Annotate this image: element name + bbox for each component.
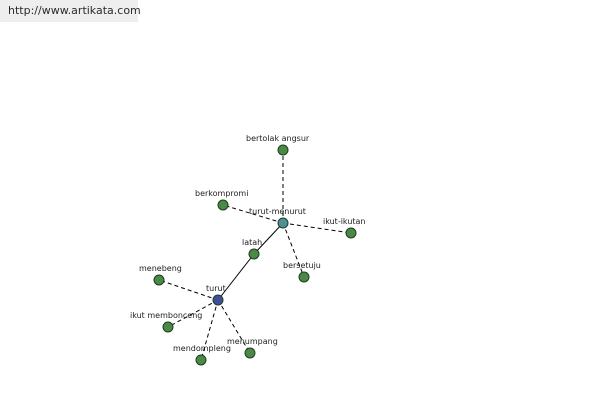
- node-dot-latah[interactable]: [248, 248, 260, 260]
- node-label-menumpang[interactable]: menumpang: [227, 337, 278, 346]
- node-dot-ikut-membonceng[interactable]: [162, 321, 174, 333]
- edge-latah-to-turut-menurut: [253, 222, 284, 255]
- node-dot-berkompromi[interactable]: [217, 199, 229, 211]
- node-dot-menumpang[interactable]: [244, 347, 256, 359]
- node-dot-turut-menurut[interactable]: [277, 217, 289, 229]
- edge-turut-to-ikut-membonceng: [167, 299, 219, 328]
- node-dot-turut[interactable]: [212, 294, 224, 306]
- graph-node-mendompleng[interactable]: mendompleng: [173, 344, 231, 366]
- node-dot-bersetuju[interactable]: [298, 271, 310, 283]
- graph-node-bersetuju[interactable]: bersetuju: [283, 261, 321, 283]
- graph-node-turut[interactable]: turut: [206, 284, 226, 306]
- node-label-bertolak-angsur[interactable]: bertolak angsur: [246, 134, 310, 143]
- edge-turut-menurut-to-ikut-ikutan: [282, 222, 352, 234]
- node-label-ikut-membonceng[interactable]: ikut membonceng: [130, 311, 202, 320]
- graph-edges: [158, 150, 352, 361]
- graph-node-latah[interactable]: latah: [242, 238, 262, 260]
- node-label-turut-menurut[interactable]: turut-menurut: [249, 207, 306, 216]
- graph-node-ikut-membonceng[interactable]: ikut membonceng: [130, 311, 202, 333]
- node-label-ikut-ikutan[interactable]: ikut-ikutan: [323, 217, 366, 226]
- edge-turut-menurut-to-berkompromi: [222, 204, 284, 224]
- edge-turut-to-menumpang: [217, 299, 251, 354]
- node-label-menebeng[interactable]: menebeng: [139, 264, 182, 273]
- graph-nodes: turut turut-menurut latah bertolak angsur be…: [130, 134, 366, 366]
- url-banner: http://www.artikata.com: [0, 0, 141, 22]
- edge-turut-to-menebeng: [158, 279, 219, 301]
- node-label-turut[interactable]: turut: [206, 284, 226, 293]
- edge-turut-to-mendompleng: [200, 299, 219, 361]
- node-dot-ikut-ikutan[interactable]: [345, 227, 357, 239]
- graph-node-turut-menurut[interactable]: turut-menurut: [249, 207, 306, 229]
- site-url-link[interactable]: http://www.artikata.com: [8, 4, 141, 17]
- node-dot-menebeng[interactable]: [153, 274, 165, 286]
- node-label-mendompleng[interactable]: mendompleng: [173, 344, 231, 353]
- node-label-latah[interactable]: latah: [242, 238, 262, 247]
- node-dot-mendompleng[interactable]: [195, 354, 207, 366]
- node-label-bersetuju[interactable]: bersetuju: [283, 261, 321, 270]
- graph-node-menumpang[interactable]: menumpang: [227, 337, 278, 359]
- graph-node-menebeng[interactable]: menebeng: [139, 264, 182, 286]
- graph-node-berkompromi[interactable]: berkompromi: [195, 189, 248, 211]
- node-dot-bertolak-angsur[interactable]: [277, 144, 289, 156]
- graph-node-ikut-ikutan[interactable]: ikut-ikutan: [323, 217, 366, 239]
- graph-node-bertolak-angsur[interactable]: bertolak angsur: [246, 134, 310, 156]
- edge-turut-to-latah: [217, 253, 255, 301]
- edge-turut-menurut-to-bersetuju: [282, 222, 305, 278]
- node-label-berkompromi[interactable]: berkompromi: [195, 189, 248, 198]
